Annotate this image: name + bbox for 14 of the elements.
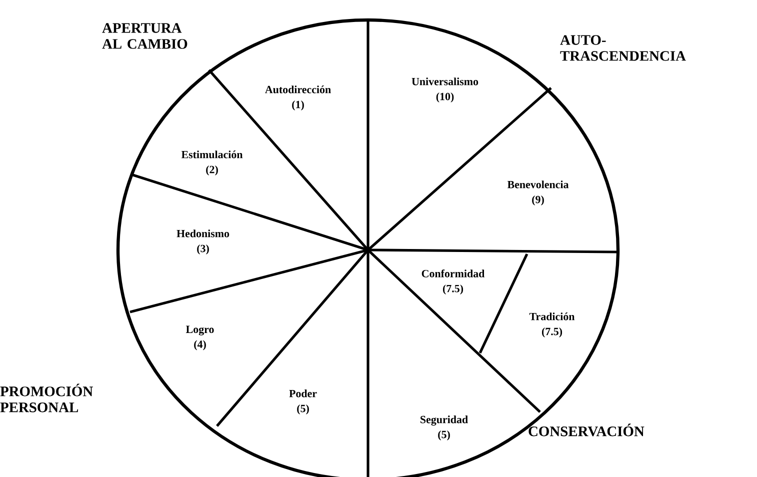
- value-segment-label: Universalismo (10): [412, 78, 478, 102]
- value-segment-label: Autodirección (1): [265, 86, 331, 110]
- value-segment-label: Hedonismo (3): [176, 230, 230, 254]
- group-heading: AUTO- TRASCENDENCIA: [560, 35, 686, 61]
- value-segment-label: Tradición (7.5): [529, 312, 575, 338]
- value-segment-label: Benevolencia (9): [507, 180, 569, 206]
- group-heading: APERTURA AL CAMBIO: [102, 23, 188, 49]
- value-segment-label: Logro (4): [186, 326, 214, 350]
- value-segment-label: Poder (5): [289, 390, 317, 414]
- value-segment-label: Seguridad (5): [420, 416, 468, 440]
- group-heading: CONSERVACIÓN: [528, 424, 644, 436]
- group-heading: PROMOCIÓN PERSONAL: [0, 384, 93, 412]
- value-segment-label: Estimulación (2): [181, 150, 243, 176]
- value-segment-label: Conformidad (7.5): [422, 270, 485, 294]
